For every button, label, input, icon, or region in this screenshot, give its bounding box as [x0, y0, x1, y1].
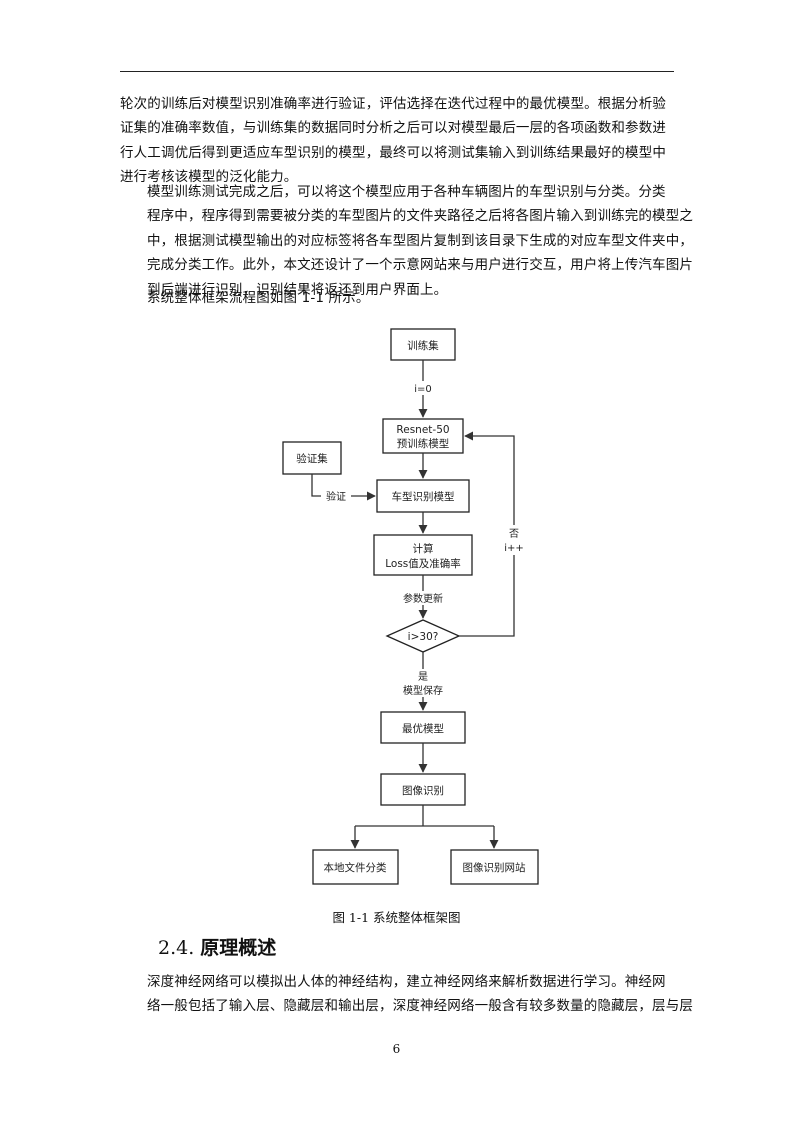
edge-val-to-car-model [311, 474, 376, 501]
edge-label-bg [502, 525, 526, 555]
edge-label-model-save: 模型保存 [403, 684, 443, 697]
edge-label-bg [321, 489, 351, 503]
node-local-classify-label: 本地文件分类 [324, 861, 387, 874]
edge-label-bg [410, 381, 436, 395]
node-image-recog-label: 图像识别 [402, 785, 444, 797]
body-paragraph-2: 模型训练测试完成之后，可以将这个模型应用于各种车辆图片的车型识别与分类。分类 程… [120, 180, 693, 302]
node-calc-label-1: 计算 [413, 542, 434, 555]
body-paragraph-1: 轮次的训练后对模型识别准确率进行验证，评估选择在迭代过程中的最优模型。根据分析验… [120, 92, 674, 190]
node-best-model [380, 711, 466, 744]
figure-caption: 图 1-1 系统整体框架图 [332, 910, 461, 925]
text-line: 深度神经网络可以模拟出人体的神经结构，建立神经网络来解析数据进行学习。神经网 [147, 974, 666, 990]
text-line: 完成分类工作。此外，本文还设计了一个示意网站来与用户进行交互，用户将上传汽车图片 [147, 257, 693, 274]
text-line: 模型训练测试完成之后，可以将这个模型应用于各种车辆图片的车型识别与分类。分类 [147, 184, 666, 200]
node-local-classify [312, 849, 399, 885]
node-calc-label-2: Loss值及准确率 [385, 557, 461, 570]
edge-label-bg [400, 591, 446, 605]
text-line: 轮次的训练后对模型识别准确率进行验证，评估选择在迭代过程中的最优模型。根据分析验 [120, 96, 666, 112]
header-rule [120, 71, 674, 72]
edge-label-no: 否 [509, 528, 519, 540]
text-line: 中，根据测试模型输出的对应标签将各车型图片复制到该目录下生成的对应车型文件夹中， [147, 232, 693, 249]
node-train-set-label: 训练集 [407, 339, 439, 352]
edge-label-bg [398, 669, 448, 697]
node-car-model [376, 479, 470, 513]
edge-label-i-incr: i++ [504, 543, 524, 554]
edge-label-validate: 验证 [326, 490, 346, 503]
node-val-set [282, 441, 342, 475]
node-resnet-label-2: 预训练模型 [397, 437, 450, 450]
text-line: 行人工调优后得到更适应车型识别的模型，最终可以将测试集输入到训练结果最好的模型中 [120, 144, 666, 161]
node-calc [373, 534, 473, 576]
node-image-recog [380, 773, 466, 806]
node-resnet [382, 418, 464, 454]
text-line: 证集的准确率数值，与训练集的数据同时分析之后可以对模型最后一层的各项函数和参数进 [120, 120, 666, 137]
node-val-set-label: 验证集 [296, 452, 328, 465]
node-decision-label: i>30? [408, 631, 439, 643]
section-heading: 2.4.原理概述 [158, 933, 276, 960]
edge-label-yes: 是 [418, 671, 428, 683]
node-recog-site-label: 图像识别网站 [463, 861, 526, 874]
section-title: 原理概述 [200, 937, 277, 959]
node-best-model-label: 最优模型 [402, 722, 444, 735]
node-resnet-label-1: Resnet-50 [396, 424, 449, 436]
edge-label-i-init: i=0 [414, 384, 432, 395]
edge-label-param-update: 参数更新 [403, 592, 443, 605]
body-paragraph-4: 深度神经网络可以模拟出人体的神经结构，建立神经网络来解析数据进行学习。神经网 络… [120, 970, 693, 1019]
text-line: 到后端进行识别，识别结果将返还到用户界面上。 [147, 281, 448, 298]
page-number: 6 [392, 1042, 401, 1056]
text-line: 络一般包括了输入层、隐藏层和输出层，深度神经网络一般含有较多数量的隐藏层，层与层 [147, 998, 693, 1015]
body-paragraph-3: 系统整体框架流程图如图 1-1 所示。 [147, 290, 370, 306]
text-line: 进行考核该模型的泛化能力。 [120, 169, 298, 186]
node-recog-site [450, 849, 539, 885]
section-number: 2.4. [158, 937, 195, 959]
text-line: 程序中，程序得到需要被分类的车型图片的文件夹路径之后将各图片输入到训练完的模型之 [147, 208, 693, 225]
node-car-model-label: 车型识别模型 [392, 490, 455, 503]
